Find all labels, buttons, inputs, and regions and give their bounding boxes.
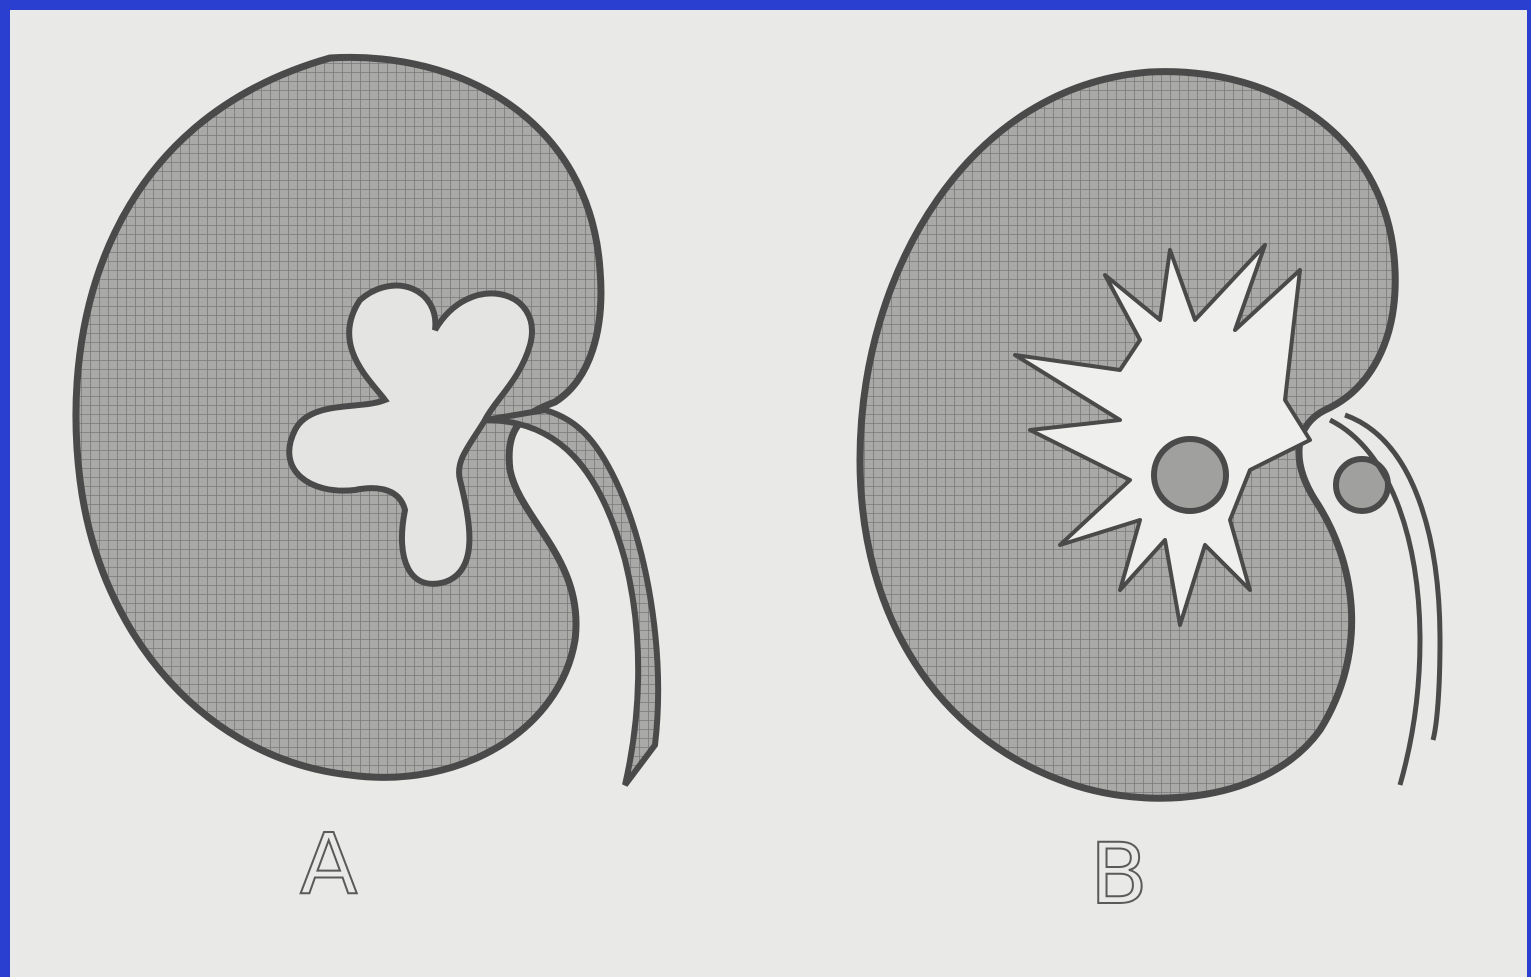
kidney-b	[860, 72, 1440, 799]
panel-label-b: B	[1090, 832, 1148, 916]
panel-label-a: A	[300, 822, 357, 906]
kidney-a	[76, 57, 658, 785]
kidney-b-stone	[1154, 439, 1226, 511]
